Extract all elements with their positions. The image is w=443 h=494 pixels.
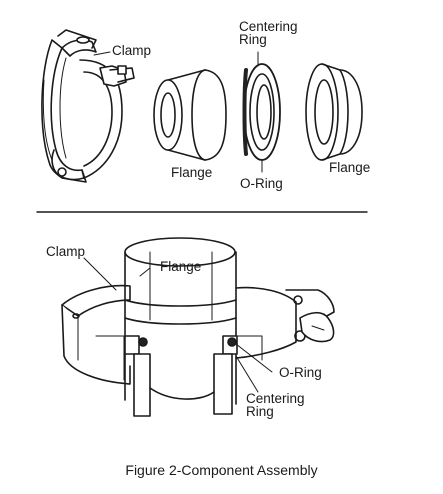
oring-top-label: O-Ring (240, 176, 283, 191)
clamp-exploded-illustration (41, 29, 135, 183)
clamp-bottom-leader (83, 257, 117, 291)
centering-ring-bottom-line1: Centering (246, 391, 305, 406)
flange-bottom-leader (139, 267, 151, 277)
oring-bottom-leader (235, 343, 273, 373)
centering-ring-bottom-label: Centering Ring (246, 391, 305, 419)
flange-right-illustration (305, 63, 363, 161)
centering-ring-bottom-leader (235, 355, 259, 393)
flange-left-label: Flange (171, 165, 213, 180)
flange-right-label: Flange (329, 160, 371, 175)
flange-left-illustration (153, 69, 227, 161)
oring-illustration (242, 63, 281, 161)
clamp-top-label: Clamp (112, 43, 152, 58)
centering-ring-top-line2: Ring (239, 32, 267, 47)
oring-bottom-label: O-Ring (279, 365, 322, 380)
flange-bottom-label: Flange (160, 259, 202, 274)
clamp-assembled-illustration (61, 237, 335, 417)
centering-ring-bottom-line2: Ring (246, 404, 274, 419)
clamp-bottom-label: Clamp (46, 244, 86, 259)
clamp-top-leader (93, 51, 111, 56)
figure-caption: Figure 2-Component Assembly (125, 462, 318, 478)
centering-ring-top-label: Centering Ring (239, 19, 298, 47)
centering-ring-top-line1: Centering (239, 19, 298, 34)
